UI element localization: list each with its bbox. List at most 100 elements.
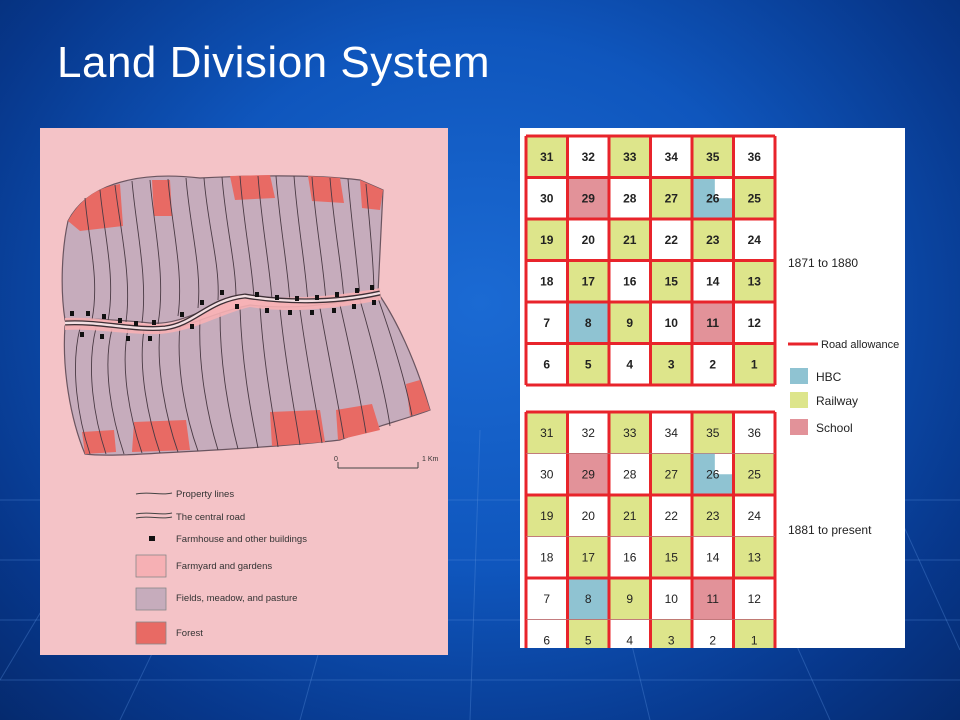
section-number: 31 bbox=[540, 426, 554, 440]
section-number: 16 bbox=[623, 274, 637, 288]
section-number: 19 bbox=[540, 233, 554, 247]
section-number: 31 bbox=[540, 150, 554, 164]
section-cell bbox=[691, 536, 734, 579]
section-number: 3 bbox=[668, 633, 675, 647]
fields-swatch bbox=[135, 587, 167, 611]
section-number: 7 bbox=[543, 316, 550, 330]
section-cell bbox=[733, 453, 776, 496]
property-lines-symbol bbox=[135, 492, 173, 495]
section-number: 29 bbox=[582, 467, 596, 481]
railway-swatch bbox=[790, 392, 808, 408]
central-road-symbol-line bbox=[135, 516, 173, 519]
section-cell bbox=[650, 536, 693, 579]
section-number: 8 bbox=[585, 316, 592, 330]
section-number: 24 bbox=[748, 509, 762, 523]
hbc-swatch bbox=[790, 368, 808, 384]
section-cell bbox=[608, 619, 651, 648]
forest-patch bbox=[82, 430, 116, 454]
section-number: 23 bbox=[706, 509, 720, 523]
forest-patch bbox=[336, 404, 380, 440]
section-number: 27 bbox=[665, 191, 679, 205]
section-number: 2 bbox=[709, 633, 716, 647]
forest-patch bbox=[406, 380, 430, 416]
section-cell bbox=[567, 218, 610, 261]
property-lines-upper bbox=[84, 175, 375, 325]
section-number: 32 bbox=[582, 426, 596, 440]
central-road-symbol bbox=[135, 512, 173, 515]
section-number: 33 bbox=[623, 426, 637, 440]
slide-title: Land Division System bbox=[57, 38, 491, 87]
section-number: 6 bbox=[543, 633, 550, 647]
legend-fields: Fields, meadow, and pasture bbox=[176, 593, 297, 604]
section-number: 4 bbox=[626, 357, 633, 371]
section-cell bbox=[608, 453, 651, 496]
section-number: 12 bbox=[748, 316, 762, 330]
township-legend: Road allowance HBC Railway School bbox=[788, 339, 899, 435]
scale-unit: 1 Km bbox=[422, 456, 439, 463]
section-number: 6 bbox=[543, 357, 550, 371]
section-number: 3 bbox=[668, 357, 675, 371]
legend-central-road: The central road bbox=[176, 512, 245, 523]
section-number: 34 bbox=[665, 150, 679, 164]
section-number: 26 bbox=[706, 191, 720, 205]
section-number: 26 bbox=[706, 467, 720, 481]
section-cell bbox=[691, 577, 734, 620]
period-label-1871: 1871 to 1880 bbox=[788, 256, 858, 270]
section-cell bbox=[525, 343, 568, 386]
farmyard-swatch bbox=[135, 554, 167, 578]
section-cell bbox=[733, 218, 776, 261]
section-number: 10 bbox=[665, 316, 679, 330]
legend-property-lines: Property lines bbox=[176, 489, 234, 500]
section-number: 13 bbox=[748, 274, 762, 288]
seigneury-map-panel: 0 1 Km Property lines The central road F… bbox=[40, 128, 448, 655]
legend-school: School bbox=[816, 421, 853, 435]
section-number: 5 bbox=[585, 633, 592, 647]
section-cell bbox=[567, 135, 610, 178]
farmhouses bbox=[70, 285, 376, 341]
forest-patch bbox=[152, 180, 172, 216]
section-number: 21 bbox=[623, 509, 637, 523]
section-cell bbox=[567, 453, 610, 496]
forest-patch bbox=[230, 175, 275, 200]
forest-patch bbox=[132, 420, 190, 452]
section-number: 35 bbox=[706, 426, 720, 440]
section-cell bbox=[567, 577, 610, 620]
section-number: 5 bbox=[585, 357, 592, 371]
section-cell bbox=[525, 494, 568, 537]
section-number: 8 bbox=[585, 592, 592, 606]
section-cell bbox=[650, 177, 693, 220]
legend-hbc: HBC bbox=[816, 370, 842, 384]
scale-zero: 0 bbox=[334, 456, 338, 463]
legend-farmyard: Farmyard and gardens bbox=[176, 561, 272, 572]
section-number: 15 bbox=[665, 274, 679, 288]
section-cell bbox=[567, 177, 610, 220]
section-number: 22 bbox=[665, 509, 679, 523]
seigneury-map: 0 1 Km Property lines The central road F… bbox=[61, 175, 439, 645]
section-number: 17 bbox=[582, 550, 596, 564]
section-number: 20 bbox=[582, 509, 596, 523]
section-number: 25 bbox=[748, 467, 762, 481]
section-cell bbox=[650, 343, 693, 386]
section-cell bbox=[733, 177, 776, 220]
section-number: 17 bbox=[582, 274, 596, 288]
forest-patch bbox=[68, 184, 123, 231]
section-number: 33 bbox=[623, 150, 637, 164]
forest-swatch bbox=[135, 621, 167, 645]
section-cell bbox=[650, 135, 693, 178]
section-cell bbox=[567, 536, 610, 579]
section-number: 28 bbox=[623, 191, 637, 205]
section-number: 13 bbox=[748, 550, 762, 564]
section-number: 1 bbox=[751, 633, 758, 647]
section-number: 14 bbox=[706, 550, 720, 564]
section-cell bbox=[733, 343, 776, 386]
section-number: 15 bbox=[665, 550, 679, 564]
section-number: 24 bbox=[748, 233, 762, 247]
section-cell bbox=[691, 411, 734, 454]
section-number: 35 bbox=[706, 150, 720, 164]
section-number: 7 bbox=[543, 592, 550, 606]
farmhouse-symbol bbox=[149, 536, 155, 541]
section-number: 30 bbox=[540, 467, 554, 481]
